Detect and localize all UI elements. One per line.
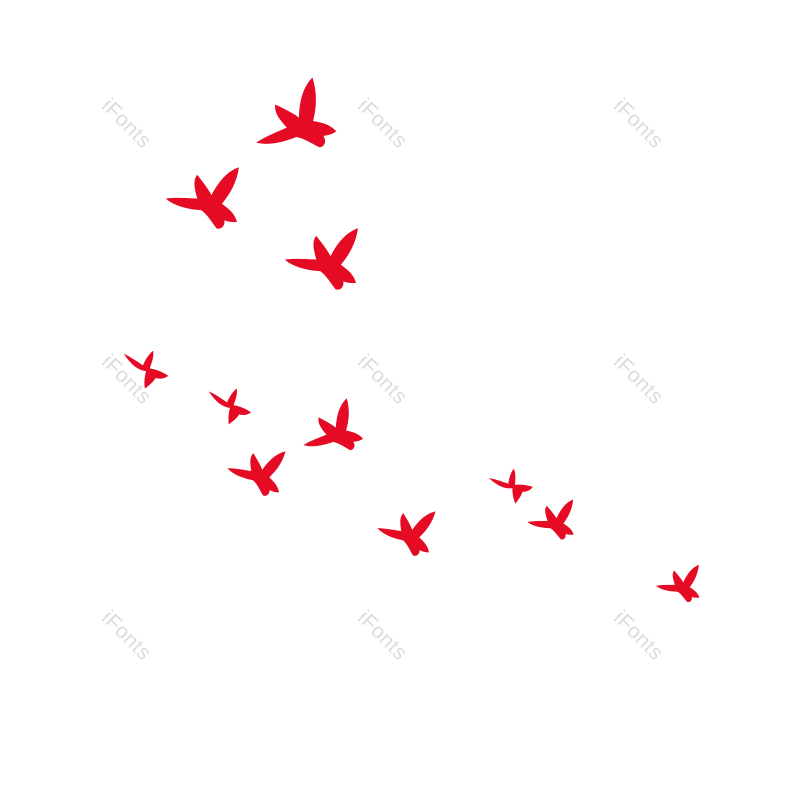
bird-silhouette-icon (525, 489, 583, 543)
bird-silhouette-icon (208, 384, 253, 427)
bird-group (123, 75, 708, 605)
bird-silhouette-icon (161, 148, 254, 234)
bird-silhouette-icon (488, 462, 537, 510)
bird-silhouette-icon (653, 555, 708, 605)
bird-silhouette-icon (280, 209, 373, 295)
bird-silhouette-icon (299, 397, 365, 456)
bird-silhouette-icon (373, 492, 446, 561)
bird-silhouette-icon (223, 432, 296, 501)
bird-silhouette-icon (123, 346, 170, 392)
bird-silhouette-icon (248, 75, 339, 157)
